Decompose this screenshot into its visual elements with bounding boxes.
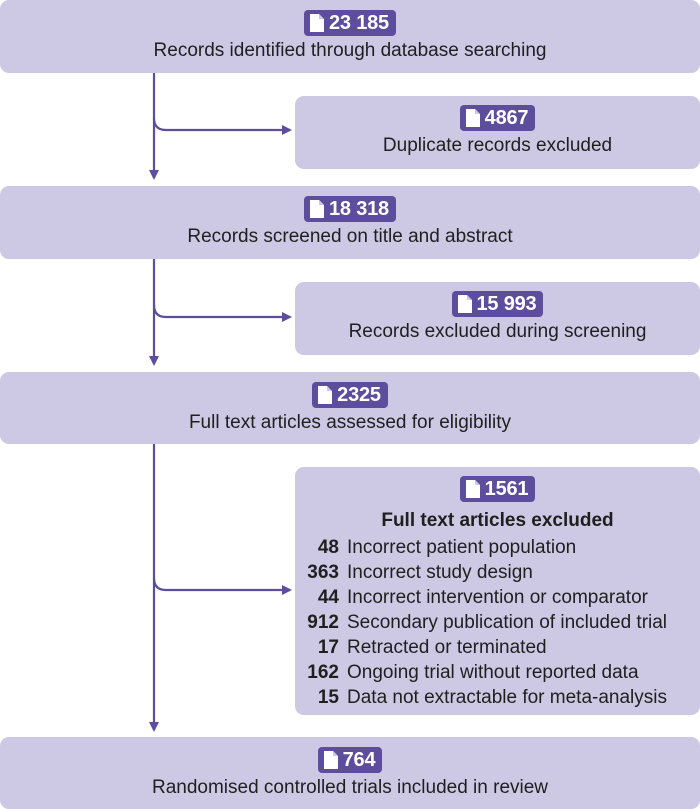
arrow-to-screen-excluded [152, 304, 292, 322]
document-icon [465, 109, 480, 127]
arrow-to-fulltext-excluded [152, 577, 292, 595]
document-icon [310, 14, 324, 32]
reason-count: 912 [307, 612, 339, 633]
reason-text: Incorrect study design [347, 562, 533, 583]
reason-row: 162 Ongoing trial without reported data [295, 660, 700, 685]
reason-text: Secondary publication of included trial [347, 612, 668, 633]
node-label: Records screened on title and abstract [187, 226, 513, 247]
document-icon [323, 751, 338, 769]
node-label: Duplicate records excluded [382, 135, 613, 156]
node-label: Records excluded during screening [348, 321, 647, 342]
node-assessed: 2325 Full text articles assessed for eli… [0, 372, 700, 444]
node-label: Randomised controlled trials included in… [151, 777, 549, 798]
node-title: Full text articles excluded [381, 510, 614, 531]
reason-count: 44 [317, 587, 339, 608]
document-icon [465, 480, 480, 498]
count-badge: 18 318 [304, 196, 396, 222]
reason-row: 15 Data not extractable for meta-analysis [295, 685, 700, 710]
reason-count: 17 [317, 637, 339, 658]
reason-row: 17 Retracted or terminated [295, 635, 700, 660]
reason-count: 48 [317, 537, 339, 558]
count-value: 18 318 [329, 198, 389, 220]
count-value: 15 993 [476, 293, 537, 315]
node-duplicates: 4867 Duplicate records excluded [295, 96, 700, 169]
count-value: 1561 [484, 478, 529, 500]
count-value: 4867 [484, 107, 529, 129]
node-label: Records identified through database sear… [153, 40, 547, 61]
reason-count: 15 [317, 687, 339, 708]
arrow-to-duplicates [152, 117, 292, 135]
reason-text: Ongoing trial without reported data [347, 662, 639, 683]
count-badge: 23 185 [304, 10, 396, 36]
reason-text: Retracted or terminated [347, 637, 547, 658]
node-screened: 18 318 Records screened on title and abs… [0, 186, 700, 259]
reason-row: 363 Incorrect study design [295, 560, 700, 585]
count-value: 2325 [337, 384, 381, 406]
node-label: Full text articles assessed for eligibil… [188, 412, 512, 433]
reason-row: 44 Incorrect intervention or comparator [295, 585, 700, 610]
count-value: 764 [342, 749, 376, 771]
count-badge: 15 993 [451, 291, 544, 317]
reason-row: 48 Incorrect patient population [295, 535, 700, 560]
reason-count: 162 [307, 662, 339, 683]
count-badge: 764 [317, 747, 383, 773]
document-icon [310, 200, 324, 218]
node-screen-excluded: 15 993 Records excluded during screening [295, 282, 700, 355]
reason-row: 912 Secondary publication of included tri… [295, 610, 700, 635]
document-icon [318, 386, 333, 404]
node-included: 764 Randomised controlled trials include… [0, 737, 700, 809]
reason-text: Incorrect intervention or comparator [347, 587, 648, 608]
document-icon [457, 295, 472, 313]
count-badge: 4867 [459, 105, 536, 131]
count-badge: 1561 [459, 476, 536, 502]
node-identified: 23 185 Records identified through databa… [0, 0, 700, 73]
count-value: 23 185 [329, 12, 389, 34]
reason-count: 363 [307, 562, 339, 583]
reason-text: Incorrect patient population [347, 537, 577, 558]
count-badge: 2325 [312, 382, 388, 408]
reason-text: Data not extractable for meta-analysis [347, 687, 667, 708]
